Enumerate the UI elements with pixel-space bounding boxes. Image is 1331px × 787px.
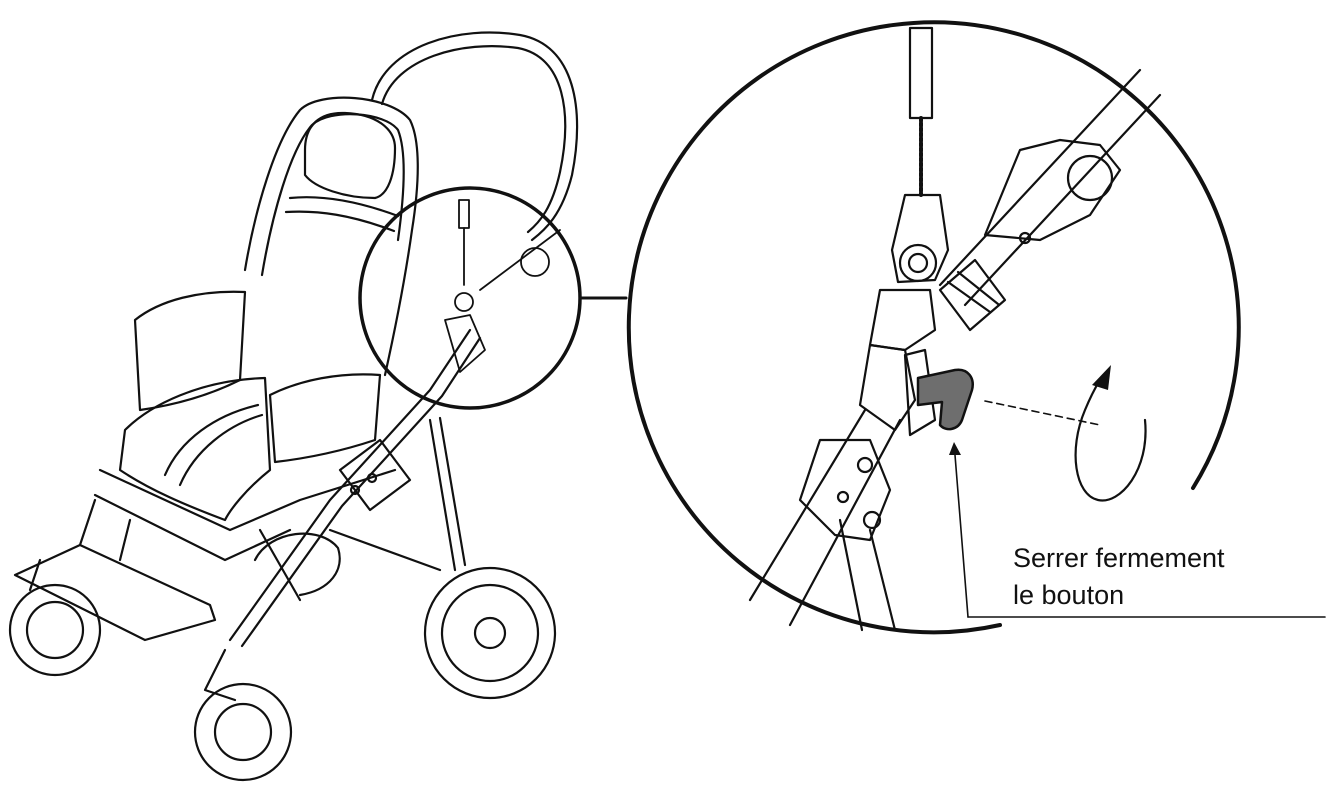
rod-sleeve: [908, 26, 934, 120]
headrest: [303, 111, 397, 200]
seat-seam: [163, 403, 260, 477]
tube-collar-ring: [956, 270, 1000, 306]
rear-wheel-rim: [440, 583, 540, 683]
instruction-line-2: le bouton: [1013, 580, 1125, 610]
backrest-band: [284, 210, 396, 233]
lower-tube: [788, 418, 902, 627]
footrest: [13, 543, 217, 642]
detail-callout-mini: [444, 199, 561, 373]
magnified-mechanism: [748, 26, 1162, 632]
frame-tube: [228, 328, 472, 642]
front-right-wheel: [193, 682, 293, 782]
front-caster-fork: [28, 558, 42, 592]
frame-tube: [438, 416, 467, 567]
push-handle: [370, 31, 579, 242]
rear-wheel-hub: [473, 616, 507, 650]
push-handle-inner: [380, 45, 567, 234]
clevis-pin: [898, 243, 938, 283]
upper-bracket-pivot: [1066, 154, 1114, 202]
clamp-jaw-inner: [903, 348, 937, 437]
lower-tube: [868, 528, 897, 632]
backrest: [243, 96, 419, 377]
footrest-support: [78, 498, 97, 547]
tube-collar: [938, 258, 1007, 332]
seat-base: [98, 468, 397, 532]
detail-callout-circle: [358, 186, 582, 410]
clamp-body: [868, 288, 937, 352]
frame-bolt: [349, 484, 361, 496]
clamp-jaw: [858, 343, 917, 432]
frame-tube: [428, 418, 457, 572]
lower-bracket-bolt: [856, 456, 874, 474]
lower-bracket: [798, 438, 892, 542]
front-left-wheel-hub: [25, 600, 85, 660]
lower-tube: [748, 408, 867, 602]
front-right-wheel-hub: [213, 702, 273, 762]
front-left-wheel: [8, 583, 102, 677]
footrest-support: [118, 518, 132, 562]
seat-seam: [178, 413, 264, 487]
seat-cushion: [118, 376, 272, 522]
frame-tube-magnified: [963, 93, 1162, 307]
backrest-edge: [260, 113, 405, 277]
frame-tube: [328, 528, 442, 572]
rotation-arrow-icon: [1074, 365, 1147, 502]
seat-base-lower: [93, 493, 292, 562]
instruction-line-1: Serrer fermement: [1013, 543, 1225, 573]
lower-bracket-bolt: [862, 510, 882, 530]
label-leader: [954, 454, 1326, 618]
frame-tube: [258, 528, 302, 602]
upper-bracket-hole: [1018, 231, 1032, 245]
clevis-pin-inner: [907, 252, 929, 274]
upper-bracket: [983, 138, 1122, 242]
right-side-wing: [268, 373, 382, 464]
leader-arrowhead: [949, 442, 961, 455]
rear-wheel: [423, 566, 557, 700]
backrest-band: [288, 196, 400, 218]
rotation-axis-line: [984, 400, 1101, 426]
frame-joint: [338, 438, 412, 512]
hidden-wheel: [253, 532, 341, 597]
frame-bolt: [366, 472, 378, 484]
frame-tube-magnified: [938, 68, 1142, 287]
front-caster-fork: [203, 648, 237, 702]
clevis: [890, 193, 950, 284]
magnified-view-circle: [626, 20, 1241, 635]
tube-collar-ring: [946, 280, 992, 314]
stroller: [8, 31, 579, 782]
lower-bracket-bolt: [836, 490, 850, 504]
lower-tube: [838, 518, 864, 632]
frame-tube: [240, 336, 482, 648]
tightening-knob: [916, 368, 974, 431]
